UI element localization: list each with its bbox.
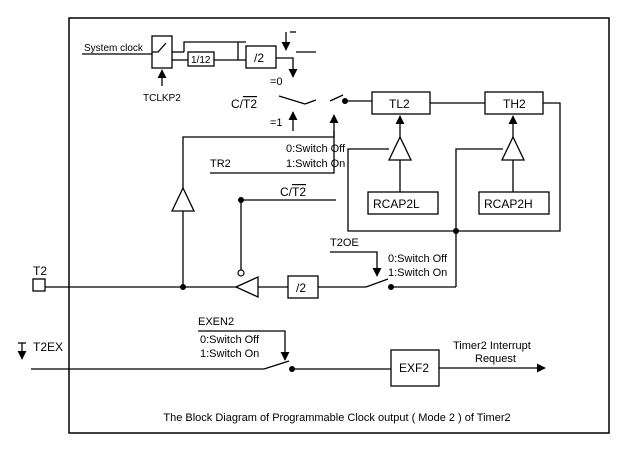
div2-top-box (245, 45, 277, 69)
t2-pin-box (32, 278, 46, 292)
t2-pin-label: T2 (33, 264, 47, 278)
outer-frame (68, 17, 610, 434)
rcap2l-buffer (387, 135, 413, 161)
div12-box (187, 51, 215, 67)
inverter-bubble (237, 269, 245, 277)
rcap2h-label: RCAP2H (484, 197, 533, 211)
eq1-label: =1 (270, 117, 283, 129)
t2oe-switch-on-label: 1:Switch On (388, 267, 447, 279)
div12-label: 1/12 (191, 55, 211, 66)
ct2-selector-label: C/T2 (231, 97, 257, 111)
rcap2l-label: RCAP2L (373, 197, 420, 211)
interrupt-label-line1: Timer2 Interrupt (453, 340, 531, 352)
interrupt-label-line2: Request (475, 353, 516, 365)
eq0-label: =0 (270, 76, 283, 88)
ct2-lower-label: C/T2 (280, 185, 306, 199)
tclkp2-label: TCLKP2 (143, 93, 181, 104)
tr2-switch-off-label: 0:Switch Off (286, 143, 346, 155)
reload-node (453, 228, 459, 234)
div2-top-label: /2 (254, 51, 264, 65)
exf2-label: EXF2 (399, 361, 429, 375)
rcap2h-buffer (500, 135, 526, 161)
div2-bottom-label: /2 (296, 281, 306, 295)
output-driver (234, 275, 259, 299)
rcap2h-box (478, 191, 550, 215)
tl2-label: TL2 (389, 97, 410, 111)
t2oe-label: T2OE (330, 237, 359, 249)
diagram-caption: The Block Diagram of Programmable Clock … (163, 412, 510, 424)
exen2-switch-off-label: 0:Switch Off (200, 334, 260, 346)
t2-node (180, 284, 186, 290)
exen2-switch-on-label: 1:Switch On (200, 348, 259, 360)
rcap2l-box (367, 191, 439, 215)
t2ex-label: T2EX (33, 340, 63, 354)
system-clock-label: System clock (84, 43, 144, 54)
th2-label: TH2 (503, 97, 526, 111)
t2oe-switch-off-label: 0:Switch Off (388, 253, 448, 265)
ct2-buffer (170, 186, 196, 212)
tr2-label: TR2 (210, 158, 231, 170)
exen2-label: EXEN2 (198, 316, 234, 328)
tr2-switch-on-label: 1:Switch On (286, 158, 345, 170)
